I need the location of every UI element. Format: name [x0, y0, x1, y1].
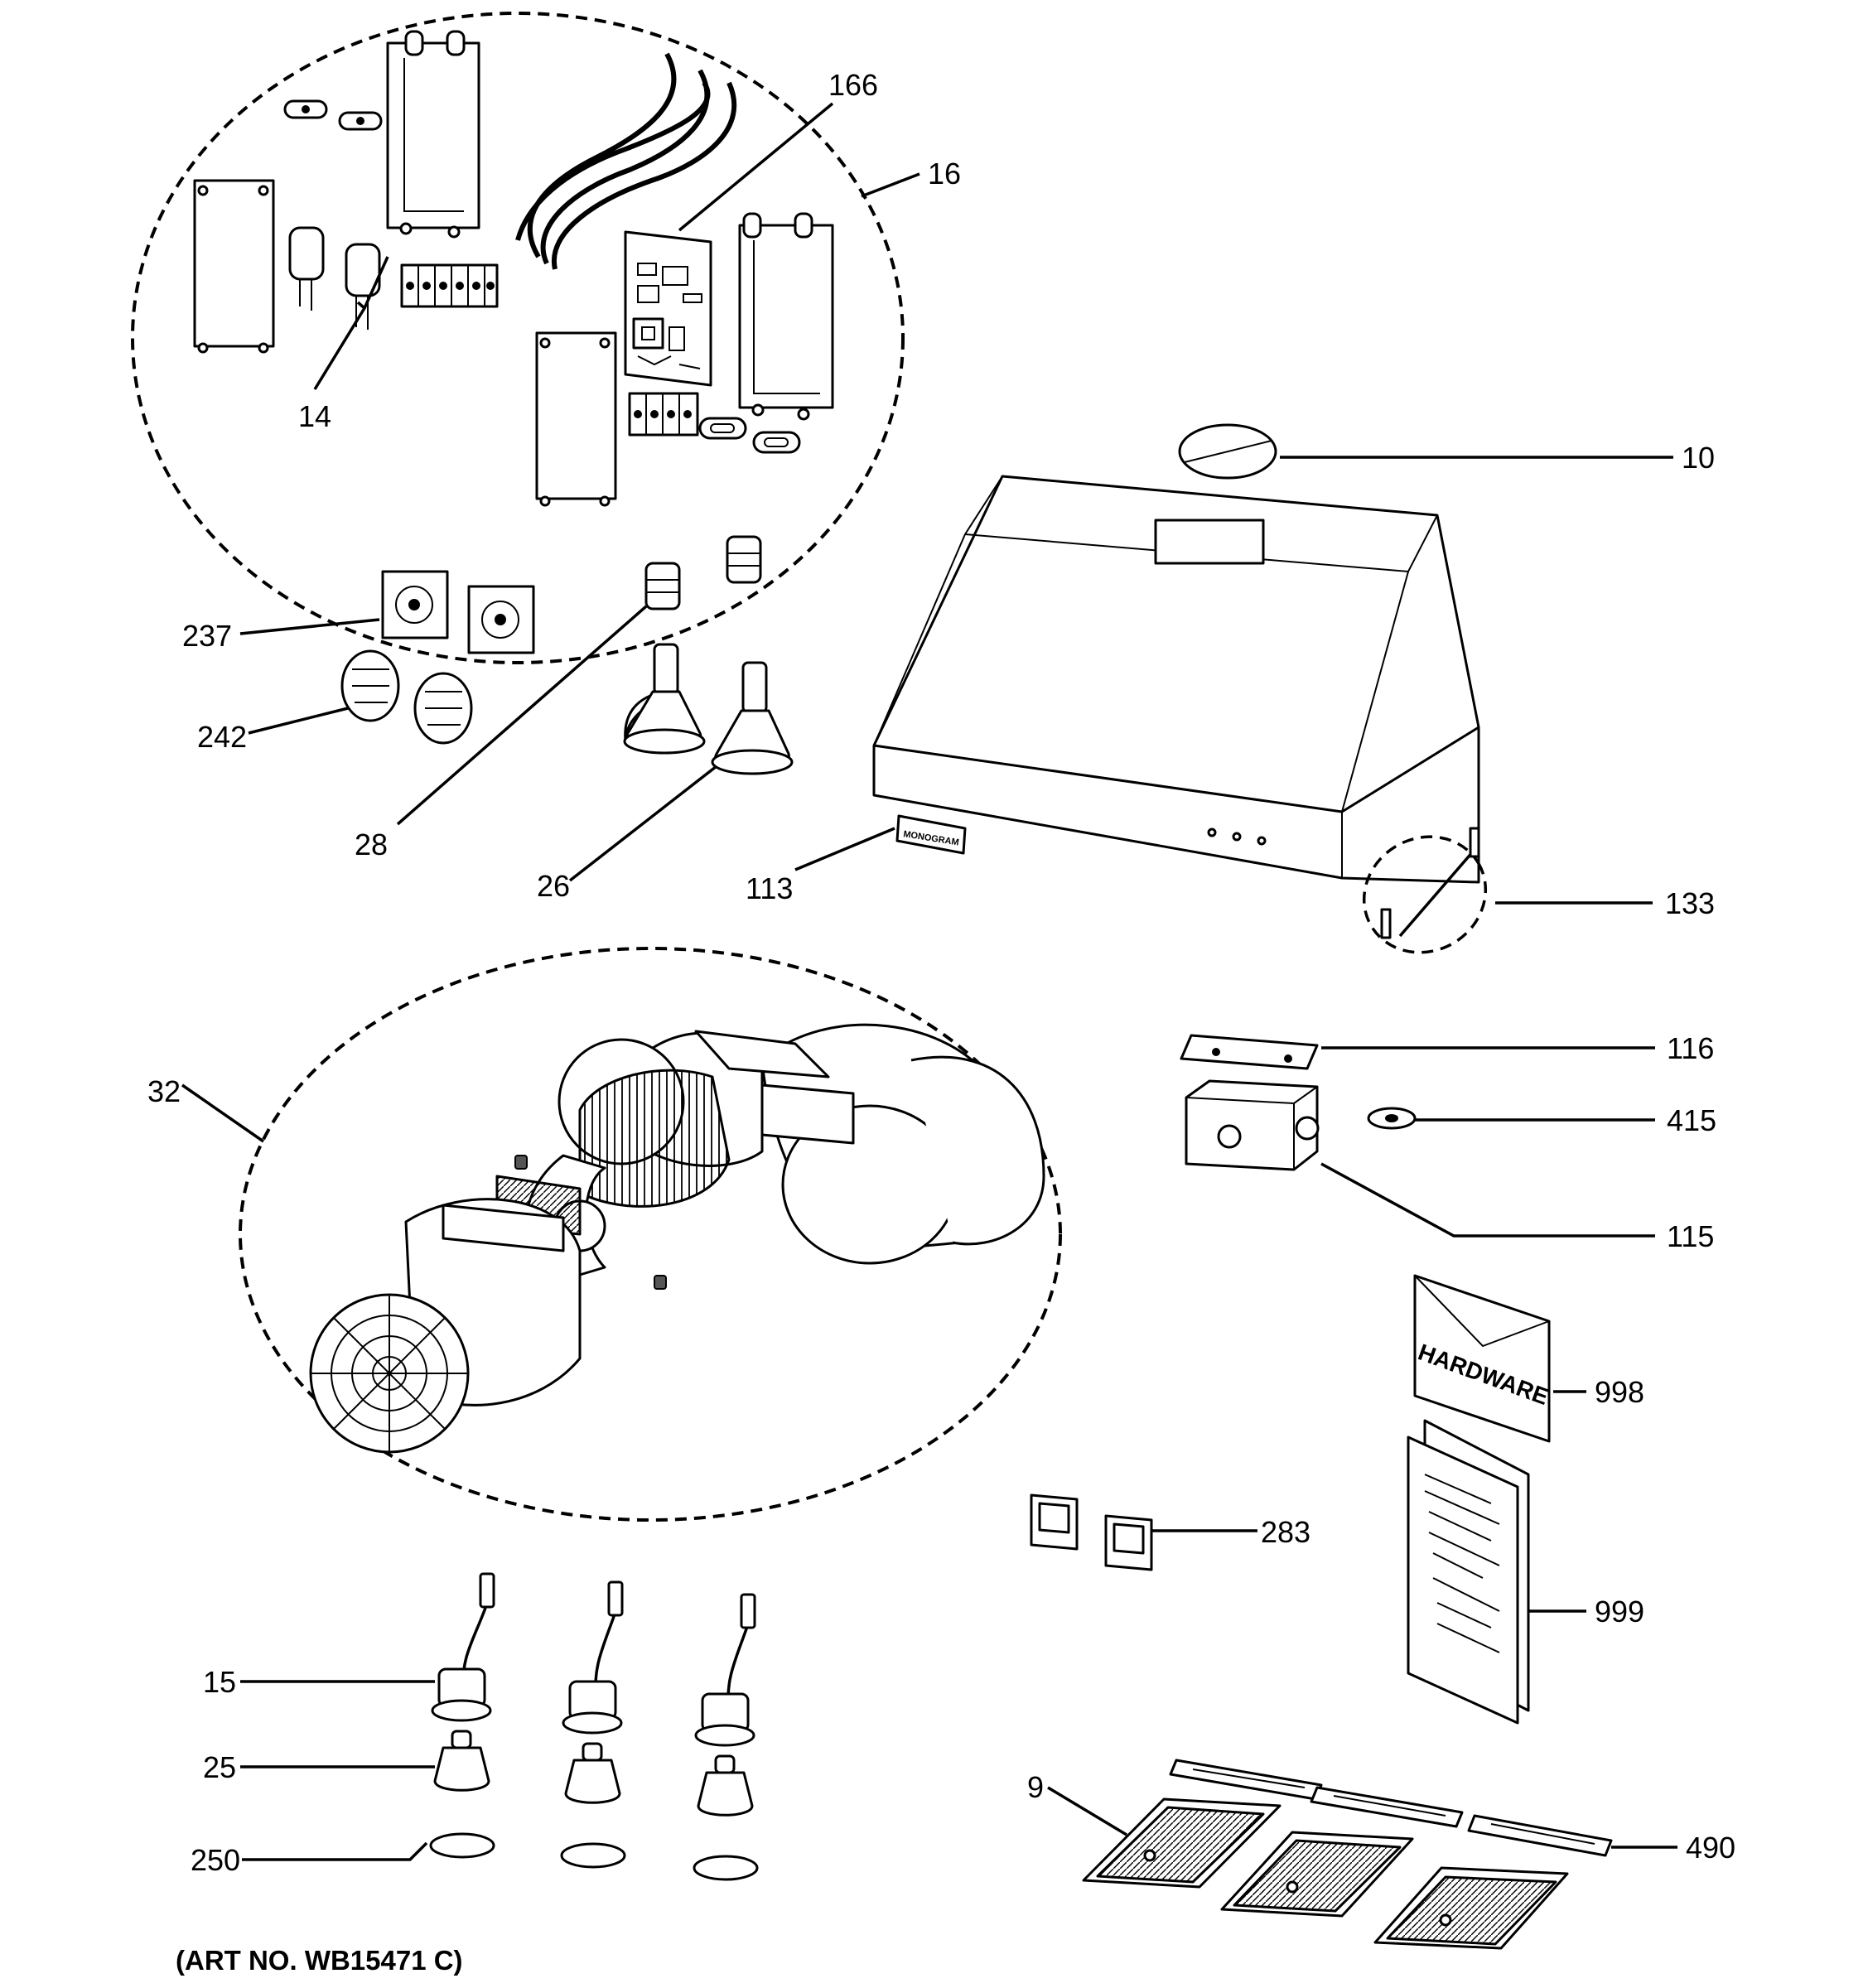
callout-490: 490	[1686, 1831, 1735, 1865]
wire-harness	[515, 52, 737, 270]
callout-237: 237	[182, 619, 232, 653]
callout-113: 113	[746, 871, 793, 905]
control-board-cover-left	[193, 179, 275, 354]
terminal-block-small	[628, 392, 699, 437]
blower-screws	[514, 1155, 667, 1290]
callout-labels: 10 14 16 166 237 242 28 26 113 133 32 11…	[147, 68, 1735, 1877]
callout-116: 116	[1667, 1031, 1714, 1065]
callout-9: 9	[1027, 1770, 1044, 1804]
control-knobs	[340, 649, 473, 745]
owners-manual	[1407, 1419, 1530, 1725]
duct-damper	[1178, 423, 1277, 480]
rocker-switches	[1030, 1493, 1153, 1571]
callout-28: 28	[355, 828, 388, 861]
callout-14: 14	[298, 399, 331, 433]
control-bracket-top	[386, 30, 480, 239]
callout-283: 283	[1261, 1515, 1310, 1549]
filter-rails	[1169, 1759, 1613, 1857]
callout-16: 16	[928, 157, 961, 191]
capacitors	[288, 226, 381, 330]
callout-250: 250	[191, 1843, 240, 1877]
hardware-bag: HARDWARE	[1413, 1274, 1552, 1443]
callout-15: 15	[203, 1665, 236, 1699]
callout-166: 166	[828, 68, 878, 102]
callout-115: 115	[1667, 1219, 1714, 1253]
blower-assembly	[309, 1023, 1045, 1454]
light-sockets	[644, 535, 762, 610]
callout-999: 999	[1595, 1595, 1644, 1629]
junction-box-cover	[1180, 1034, 1319, 1070]
leader-lines	[181, 102, 1677, 1861]
hanger-rod-group	[1362, 827, 1488, 954]
light-sockets-lower	[431, 1667, 755, 1747]
callout-10: 10	[1682, 441, 1715, 475]
terminal-block-large	[400, 263, 499, 308]
halogen-bulbs	[623, 643, 794, 775]
callout-32: 32	[147, 1074, 181, 1108]
callout-242: 242	[197, 720, 247, 754]
grommet-pair-right	[698, 417, 801, 454]
callout-998: 998	[1595, 1375, 1644, 1409]
control-bracket-right	[738, 212, 834, 421]
strain-relief-bushing	[1367, 1107, 1417, 1130]
callout-25: 25	[203, 1750, 236, 1784]
control-group-boundary	[131, 12, 905, 664]
callout-133: 133	[1665, 886, 1715, 920]
infinite-switches	[381, 570, 535, 654]
grommet-pair-top	[283, 99, 383, 131]
halogen-lamps-lower	[433, 1730, 754, 1817]
art-number: (ART NO. WB15471 C)	[176, 1945, 463, 1976]
control-board	[624, 230, 712, 387]
monogram-badge: MONOGRAM	[895, 814, 967, 855]
lamp-retainer-rings	[429, 1832, 759, 1881]
callout-26: 26	[537, 869, 570, 903]
junction-box	[1185, 1079, 1320, 1171]
control-board-cover-right	[535, 331, 617, 507]
grease-filters	[1082, 1797, 1569, 1950]
callout-415: 415	[1667, 1103, 1716, 1137]
blower-group-boundary	[239, 947, 1062, 1522]
range-hood-body	[872, 475, 1480, 884]
light-socket-wires	[461, 1572, 756, 1711]
